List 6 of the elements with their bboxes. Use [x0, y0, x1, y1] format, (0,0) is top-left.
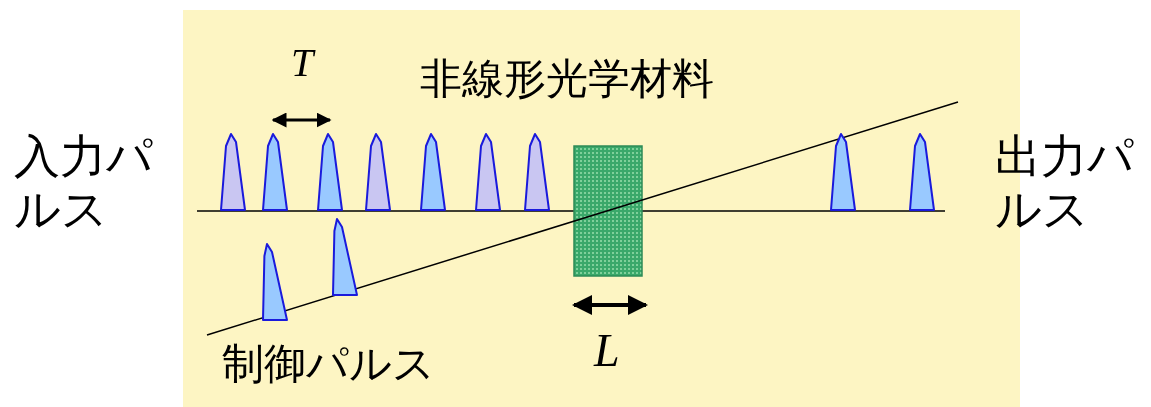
output-pulse-label: 出力パルス [995, 130, 1135, 236]
control-pulse-label: 制御パルス [222, 340, 435, 389]
length-label: L [594, 325, 620, 378]
period-label: T [291, 40, 314, 86]
input-pulse-label: 入力パルス [14, 130, 154, 236]
material-label: 非線形光学材料 [420, 55, 714, 104]
